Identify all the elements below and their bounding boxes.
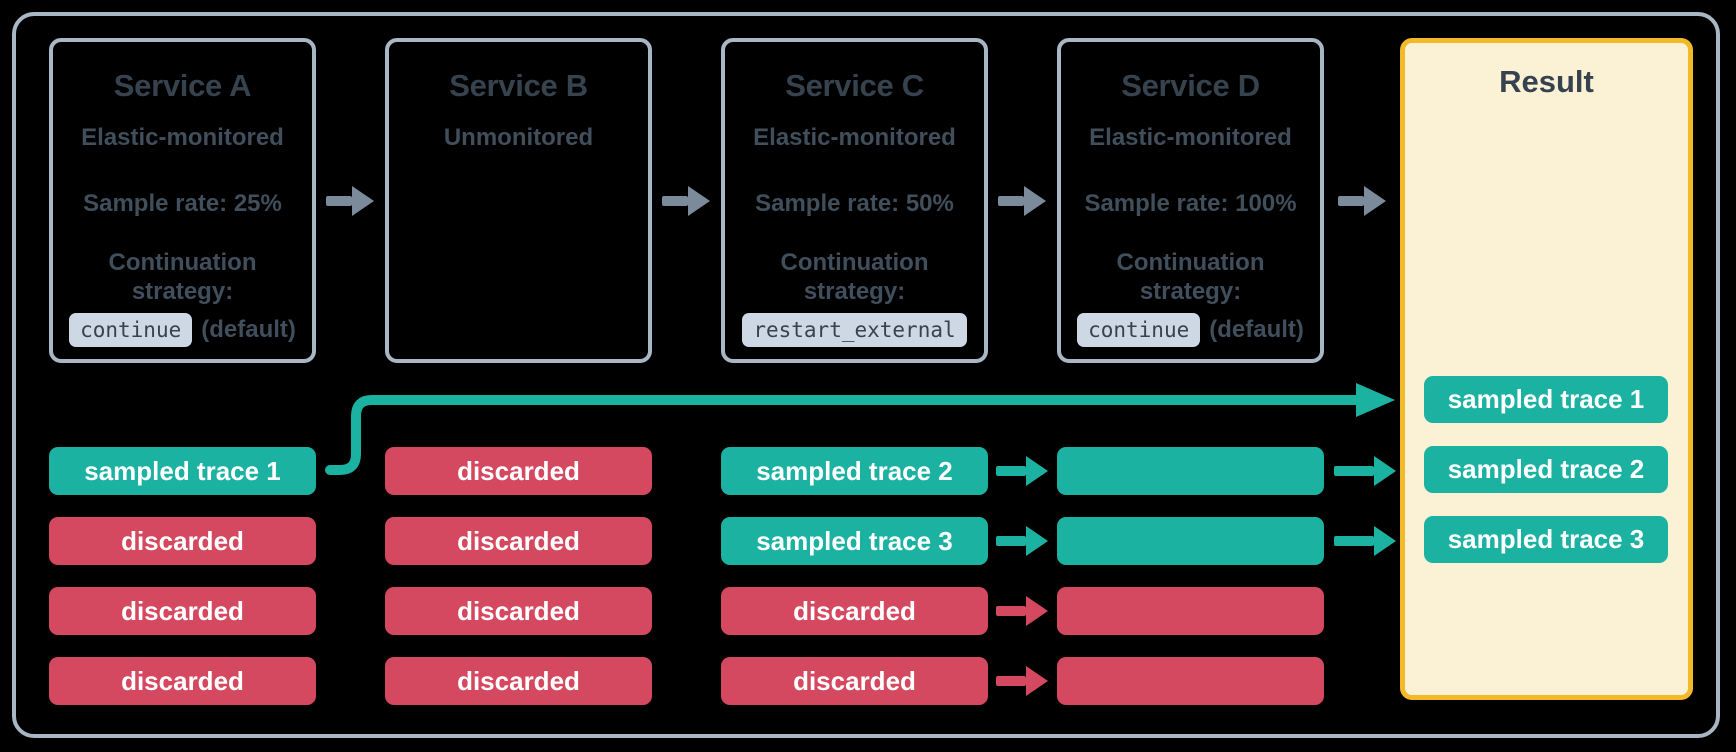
service-card-c: Service C Elastic-monitored Sample rate:…: [721, 38, 988, 363]
trace-box: discarded: [49, 587, 316, 635]
service-card-b: Service B Unmonitored: [385, 38, 652, 363]
trace-box: [1057, 517, 1324, 565]
trace-box: sampled trace 3: [721, 517, 988, 565]
trace-arrow-icon: [1334, 466, 1374, 476]
trace-box: [1057, 587, 1324, 635]
trace-arrow-icon: [1334, 536, 1374, 546]
trace-box: discarded: [385, 657, 652, 705]
service-sample-rate: Sample rate: 100%: [1084, 190, 1297, 217]
trace-box: discarded: [721, 587, 988, 635]
continuation-strategy-code-tag: restart_external: [742, 313, 967, 347]
service-continuation-label: Continuation strategy:: [780, 249, 929, 305]
flow-arrow-icon: [326, 196, 352, 206]
trace-box: sampled trace 2: [721, 447, 988, 495]
service-title: Service B: [449, 68, 588, 103]
flow-arrow-icon: [662, 196, 688, 206]
service-continuation-label: Continuation strategy:: [108, 249, 257, 305]
trace-box: [1057, 447, 1324, 495]
flow-arrow-icon: [998, 196, 1024, 206]
flow-arrow-icon: [1338, 196, 1364, 206]
code-default-note: (default): [201, 316, 296, 343]
service-subtitle: Elastic-monitored: [1089, 124, 1292, 151]
trace-arrow-icon: [996, 466, 1026, 476]
trace-box: [1057, 657, 1324, 705]
service-card-a: Service A Elastic-monitored Sample rate:…: [49, 38, 316, 363]
trace-box: sampled trace 1: [49, 447, 316, 495]
service-subtitle: Elastic-monitored: [81, 124, 284, 151]
service-subtitle: Unmonitored: [443, 124, 594, 151]
result-trace-box: sampled trace 2: [1424, 446, 1668, 493]
service-subtitle: Elastic-monitored: [753, 124, 956, 151]
trace-box: discarded: [49, 657, 316, 705]
code-default-note: (default): [1209, 316, 1304, 343]
result-trace-box: sampled trace 3: [1424, 516, 1668, 563]
trace-arrow-icon: [996, 676, 1026, 686]
service-code-line: [389, 310, 648, 350]
service-card-d: Service D Elastic-monitored Sample rate:…: [1057, 38, 1324, 363]
result-title: Result: [1499, 64, 1594, 99]
service-code-line: continue (default): [1061, 310, 1320, 350]
service-code-line: restart_external: [725, 310, 984, 350]
trace-box: discarded: [385, 517, 652, 565]
result-card: Result sampled trace 1 sampled trace 2 s…: [1400, 38, 1693, 700]
diagram-frame: [12, 12, 1720, 738]
result-trace-box: sampled trace 1: [1424, 376, 1668, 423]
service-sample-rate: Sample rate: 50%: [755, 190, 954, 217]
service-code-line: continue (default): [53, 310, 312, 350]
continuation-strategy-code-tag: continue: [69, 313, 193, 347]
trace-box: discarded: [385, 587, 652, 635]
trace-box: discarded: [385, 447, 652, 495]
trace-box: discarded: [721, 657, 988, 705]
service-sample-rate: Sample rate: 25%: [83, 190, 282, 217]
service-title: Service A: [113, 68, 252, 103]
trace-arrow-icon: [996, 536, 1026, 546]
continuation-strategy-code-tag: continue: [1077, 313, 1201, 347]
service-title: Service D: [1121, 68, 1260, 103]
service-continuation-label: Continuation strategy:: [1116, 249, 1265, 305]
trace-box: discarded: [49, 517, 316, 565]
trace-arrow-icon: [996, 606, 1026, 616]
service-title: Service C: [785, 68, 924, 103]
